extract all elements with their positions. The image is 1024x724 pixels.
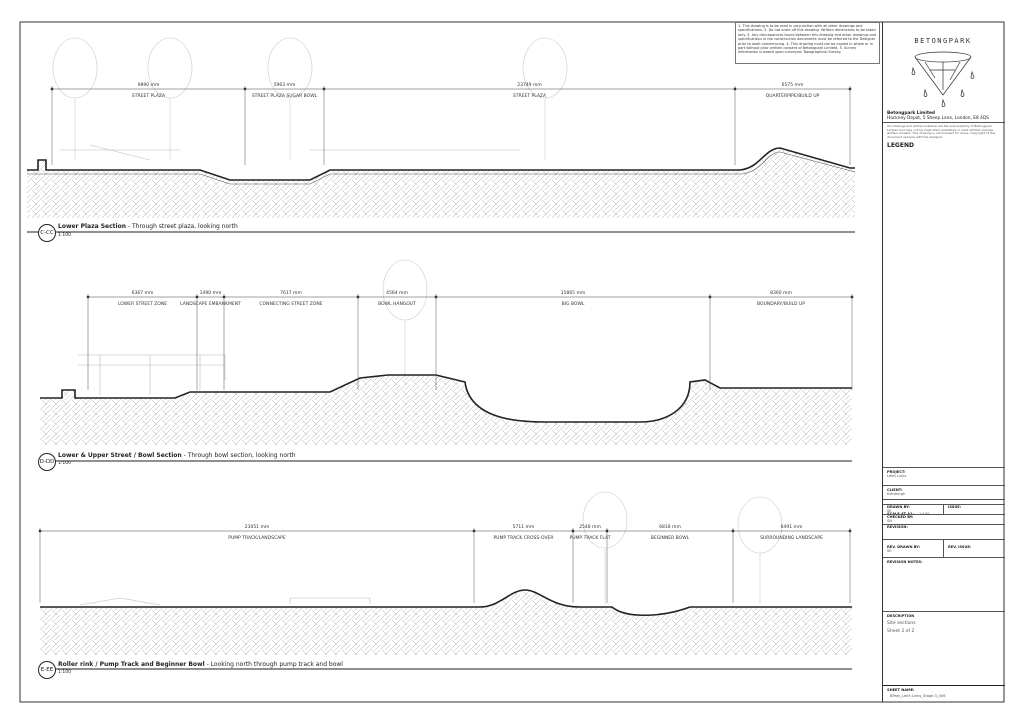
section-title-text: Lower Plaza Section: [58, 223, 127, 230]
zone-label: PUMP TRACK FLAT: [570, 535, 611, 541]
logo-text: BETONGPARK: [914, 37, 971, 45]
company-name: Betongpark Limited: [887, 111, 935, 116]
section-marker-e: E-EE: [38, 661, 56, 679]
dimension-tick: [708, 295, 712, 299]
dimension-tick: [322, 87, 326, 91]
dimension-lines: 9890 mm STREET PLAZA 5963 mm STREET PLAZA S…: [38, 82, 854, 603]
company-info: Betongpark Limited Hackney Depot, 5 Shee…: [887, 111, 989, 121]
rev-drawn-by-value: SE: [887, 549, 892, 553]
zone-label: LOWER STREET ZONE: [118, 301, 167, 307]
client-value: Edinburgh: [887, 492, 906, 496]
dimension-tick: [571, 529, 575, 533]
dimension-tick: [222, 295, 226, 299]
zone-label: BOUNDARY/BUILD UP: [757, 301, 805, 307]
section-e-drawing: [40, 491, 852, 670]
zone-label: BIG BOWL: [562, 301, 585, 307]
dimension-tick: [472, 529, 476, 533]
zone-label: CONNECTING STREET ZONE: [259, 301, 322, 307]
section-d-drawing: [40, 259, 852, 462]
dimension-value: 6491 mm: [781, 524, 803, 530]
rev-drawn-by-label: REV. DRAWN BY:: [887, 545, 921, 549]
project-value: Leith Links: [887, 474, 907, 478]
dimension-tick: [434, 295, 438, 299]
dimension-tick: [605, 529, 609, 533]
zone-label: QUARTERPIPE/BUILD UP: [766, 93, 820, 99]
client-label: CLIENT:: [887, 488, 903, 492]
section-marker-d: D-DD: [38, 453, 56, 471]
zone-label: SURROUNDING LANDSCAPE: [760, 535, 823, 541]
sheet-number: Sheet 2 of 2: [887, 629, 915, 634]
section-subtitle: - Through bowl section, looking north: [181, 452, 296, 459]
legend-title: LEGEND: [887, 142, 914, 150]
zone-label: STREET PLAZA SUGAR BOWL: [252, 93, 318, 99]
dimension-value: 5711 mm: [513, 524, 535, 530]
dimension-value: 23051 mm: [245, 524, 270, 530]
drawn-by-value: SE: [887, 509, 892, 513]
zone-label: PUMP TRACK CROSS-OVER: [493, 535, 553, 541]
section-title-d: Lower & Upper Street / Bowl Section - Th…: [58, 452, 296, 459]
dimension-tick: [38, 529, 42, 533]
rev-issue-label: REV. ISSUE:: [948, 545, 972, 549]
dimension-value: 6818 mm: [659, 524, 681, 530]
dimension-value: 15865 mm: [561, 290, 586, 296]
dimension-value: 23749 mm: [517, 82, 542, 88]
dimension-tick: [733, 87, 737, 91]
dimension-tick: [356, 295, 360, 299]
section-title-e: Roller rink / Pump Track and Beginner Bo…: [58, 661, 343, 668]
zone-label: LANDSCAPE EMBANKMENT: [180, 301, 241, 307]
dimension-tick: [243, 87, 247, 91]
dimension-value: 1490 mm: [200, 290, 222, 296]
dimension-value: 2548 mm: [579, 524, 601, 530]
dimension-value: 9890 mm: [138, 82, 160, 88]
zone-label: BOWL HANGOUT: [378, 301, 416, 307]
dimension-tick: [195, 295, 199, 299]
description-label: DESCRIPTION: [887, 614, 915, 618]
revision-label: REVISION:: [887, 525, 908, 529]
section-subtitle: - Looking north through pump track and b…: [204, 661, 343, 668]
zone-label: STREET PLAZA: [132, 93, 166, 99]
issue-label: ISSUE:: [948, 505, 962, 509]
zone-label: BEGINNER BOWL: [651, 535, 690, 541]
title-block: Betongpark Limited Hackney Depot, 5 Shee…: [882, 22, 1005, 702]
copyright-notice: All drawings and written material are th…: [887, 124, 996, 139]
dimension-tick: [850, 295, 854, 299]
zone-label: PUMP TRACK/LANDSCAPE: [228, 535, 286, 541]
dimension-tick: [86, 295, 90, 299]
company-address: Hackney Depot, 5 Sheep Lane, London, E8 …: [887, 116, 989, 121]
dimension-value: 6575 mm: [782, 82, 804, 88]
section-title-text: Roller rink / Pump Track and Beginner Bo…: [58, 661, 205, 668]
dimension-value: 6367 mm: [132, 290, 154, 296]
betongpark-logo: BETONGPARK: [911, 37, 975, 107]
section-scale: 1:100: [58, 233, 71, 238]
checked-by-value: SN: [887, 519, 892, 523]
revision-notes-label: REVISION NOTES:: [887, 560, 923, 564]
section-marker-c: C-CC: [38, 224, 56, 242]
dimension-tick: [731, 529, 735, 533]
zone-label: STREET PLAZA: [513, 93, 547, 99]
sheet-name-label: SHEET NAME:: [887, 688, 915, 692]
legend-panel: All drawings and written material are th…: [883, 122, 1005, 467]
sheet-name-value: BPark_Leith Links_Stage 3_006: [890, 694, 946, 698]
dimension-value: 5963 mm: [274, 82, 296, 88]
drawn-by-label: DRAWN BY:: [887, 505, 910, 509]
section-c-drawing: [27, 37, 856, 233]
dimension-value: 7617 mm: [280, 290, 302, 296]
dimension-value: 4564 mm: [386, 290, 408, 296]
project-label: PROJECT:: [887, 470, 906, 474]
dimension-tick: [848, 87, 852, 91]
section-scale: 1:100: [58, 461, 71, 466]
section-subtitle: - Through street plaza, looking north: [126, 223, 238, 230]
drawing-notes: 1. This drawing is to be read in conjunc…: [735, 22, 880, 64]
section-title-c: Lower Plaza Section - Through street pla…: [58, 223, 238, 230]
section-scale: 1:100: [58, 670, 71, 675]
dimension-tick: [50, 87, 54, 91]
section-title-text: Lower & Upper Street / Bowl Section: [58, 452, 182, 459]
dimension-tick: [848, 529, 852, 533]
dimension-value: 8360 mm: [770, 290, 792, 296]
checked-by-label: CHECKED BY:: [887, 515, 914, 519]
description-value: Site sections: [887, 621, 916, 626]
